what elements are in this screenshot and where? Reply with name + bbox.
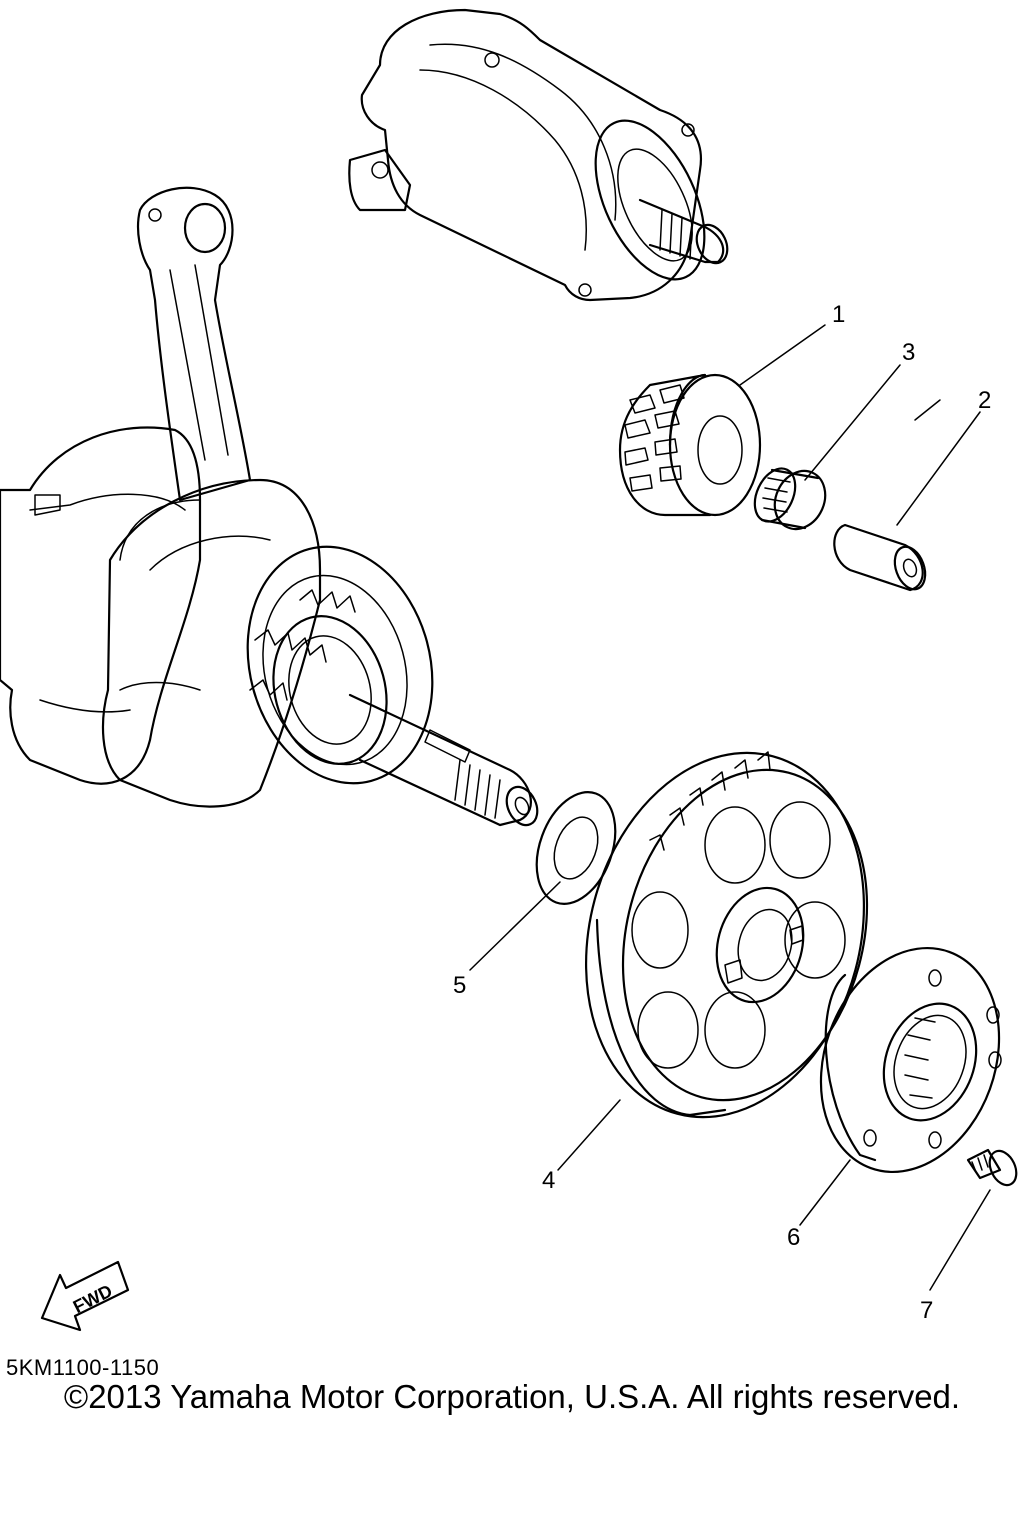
leader-line-7 <box>929 1189 991 1291</box>
part-4-starter-wheel-gear <box>584 751 869 1119</box>
leader-line-4 <box>557 1099 621 1171</box>
callout-4: 4 <box>542 1167 555 1194</box>
copyright-notice: ©2013 Yamaha Motor Corporation, U.S.A. A… <box>63 1378 961 1415</box>
leader-lines <box>469 324 991 1291</box>
part-7-bolt <box>966 1148 1018 1187</box>
fwd-arrow-icon: FWD <box>40 1260 130 1332</box>
callout-5: 5 <box>453 972 466 999</box>
part-6-one-way-clutch <box>819 946 1002 1174</box>
callout-7: 7 <box>920 1297 933 1324</box>
leader-line-3 <box>804 364 901 481</box>
callout-3: 3 <box>902 339 915 366</box>
crankshaft-assembly <box>0 186 539 827</box>
callout-2: 2 <box>978 387 991 414</box>
part-2-shaft <box>833 523 927 592</box>
callout-6: 6 <box>787 1224 800 1251</box>
leader-line-2 <box>914 399 941 421</box>
leader-line-5 <box>469 881 561 971</box>
part-3-needle-bearing <box>753 467 827 531</box>
leader-line-1 <box>739 324 826 386</box>
part-1-idler-gear <box>618 373 762 517</box>
starter-motor <box>348 8 729 302</box>
leader-line-6 <box>799 1159 851 1226</box>
callout-1: 1 <box>832 301 845 328</box>
callouts: 1 2 3 4 5 6 7 <box>453 301 991 1324</box>
leader-line-2-shaft <box>896 411 981 526</box>
part-5-washer <box>535 791 617 905</box>
diagram-code: 5KM1100-1150 <box>6 1355 160 1380</box>
